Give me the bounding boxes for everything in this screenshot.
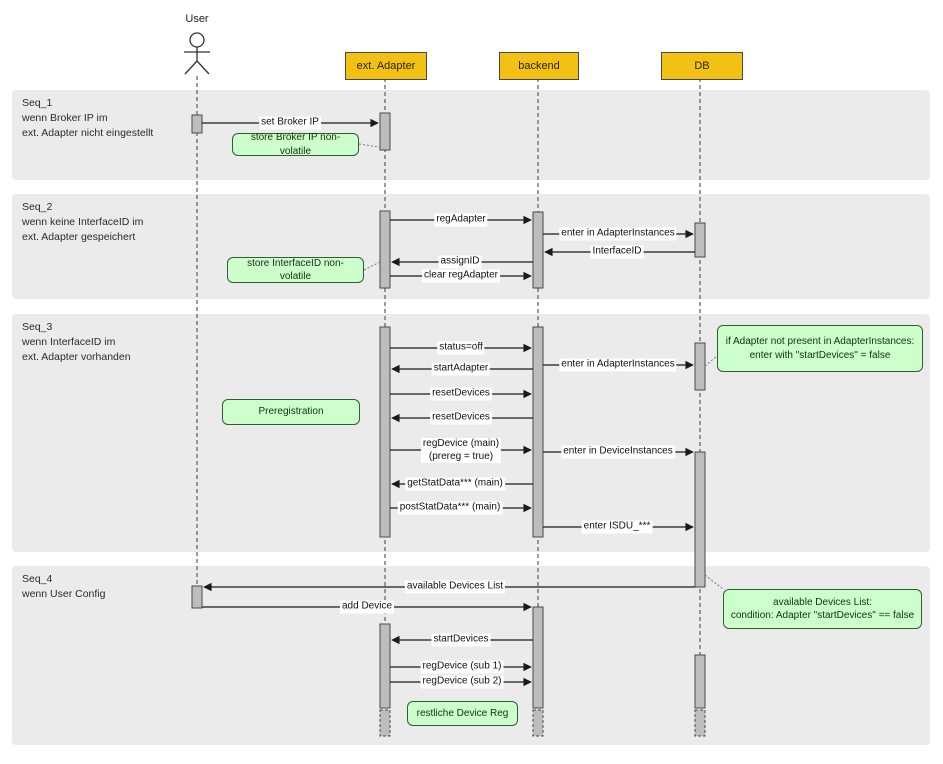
activation-db-seq3a	[694, 342, 706, 391]
note-restliche-device-reg: restliche Device Reg	[407, 701, 518, 726]
continuation-db	[694, 709, 706, 737]
activation-adapter-seq2	[379, 210, 391, 289]
activation-backend-seq3	[532, 326, 544, 538]
message-label-startdevices: startDevices	[431, 633, 491, 646]
activation-adapter-seq4	[379, 623, 391, 709]
participant-backend: backend	[499, 52, 579, 80]
participant-db: DB	[661, 52, 743, 80]
note-available-devices-condition: available Devices List: condition: Adapt…	[723, 589, 922, 629]
message-label-enter-adapterinstances-2: enter in AdapterInstances	[559, 358, 677, 371]
note-connectors	[358, 143, 724, 590]
message-label-regdevice-main: regDevice (main) (prereg = true)	[420, 438, 502, 463]
message-label-startadapter: startAdapter	[431, 362, 491, 375]
section-label-seq3: Seq_3 wenn InterfaceID im ext. Adapter v…	[22, 321, 131, 364]
activation-db-seq4	[694, 654, 706, 709]
activation-user-seq4	[191, 585, 203, 609]
connector-note-if-adapter	[704, 355, 718, 367]
user-actor-icon	[184, 32, 210, 75]
section-label-seq2: Seq_2 wenn keine InterfaceID im ext. Ada…	[22, 201, 144, 244]
activation-backend-seq4	[532, 606, 544, 709]
message-label-enter-deviceinstances: enter in DeviceInstances	[561, 445, 675, 458]
activation-backend-seq2	[532, 211, 544, 289]
note-store-broker-ip: store Broker IP non-volatile	[232, 132, 359, 157]
message-label-resetdevices-1: resetDevices	[430, 387, 492, 400]
actor-label-user: User	[185, 13, 209, 25]
activation-adapter-seq3	[379, 326, 391, 538]
activation-adapter-seq1	[379, 112, 391, 151]
activation-db-seq3b	[694, 451, 706, 588]
message-label-add-device: add Device	[339, 600, 395, 613]
section-label-seq1: Seq_1 wenn Broker IP im ext. Adapter nic…	[22, 97, 154, 140]
message-label-set-broker-ip: set Broker IP	[259, 116, 321, 129]
message-label-enter-adapterinstances-1: enter in AdapterInstances	[559, 227, 677, 240]
continuation-adapter	[379, 709, 391, 737]
continuation-bars	[379, 709, 706, 737]
connector-note-available-list	[704, 574, 724, 590]
message-label-status-off: status=off	[437, 341, 485, 354]
message-label-clear-regadapter: clear regAdapter	[422, 269, 500, 282]
message-label-available-devices-list: available Devices List	[404, 580, 506, 593]
message-label-regdevice-sub1: regDevice (sub 1)	[420, 660, 504, 673]
connector-note-broker-ip	[358, 143, 381, 148]
activation-user-seq1	[191, 114, 203, 134]
message-label-poststatdata: postStatData*** (main)	[397, 501, 503, 514]
message-label-getstatdata: getStatData*** (main)	[405, 477, 505, 490]
note-if-adapter-not-present: if Adapter not present in AdapterInstanc…	[717, 325, 923, 372]
message-label-regadapter: regAdapter	[434, 213, 488, 226]
note-store-interfaceid: store InterfaceID non-volatile	[227, 257, 364, 283]
connector-note-interfaceid	[363, 261, 381, 271]
note-preregistration: Preregistration	[222, 399, 360, 425]
activation-bars	[191, 112, 706, 709]
message-label-interfaceid: InterfaceID	[590, 245, 644, 258]
participant-ext-adapter: ext. Adapter	[345, 52, 427, 80]
section-band-seq1	[12, 90, 930, 180]
section-label-seq4: Seq_4 wenn User Config	[22, 573, 106, 601]
message-label-regdevice-sub2: regDevice (sub 2)	[420, 675, 504, 688]
activation-db-seq2	[694, 222, 706, 258]
message-label-assignid: assignID	[438, 255, 482, 268]
continuation-backend	[532, 709, 544, 737]
message-label-resetdevices-2: resetDevices	[430, 411, 492, 424]
message-label-enter-isdu: enter ISDU_***	[581, 520, 653, 533]
